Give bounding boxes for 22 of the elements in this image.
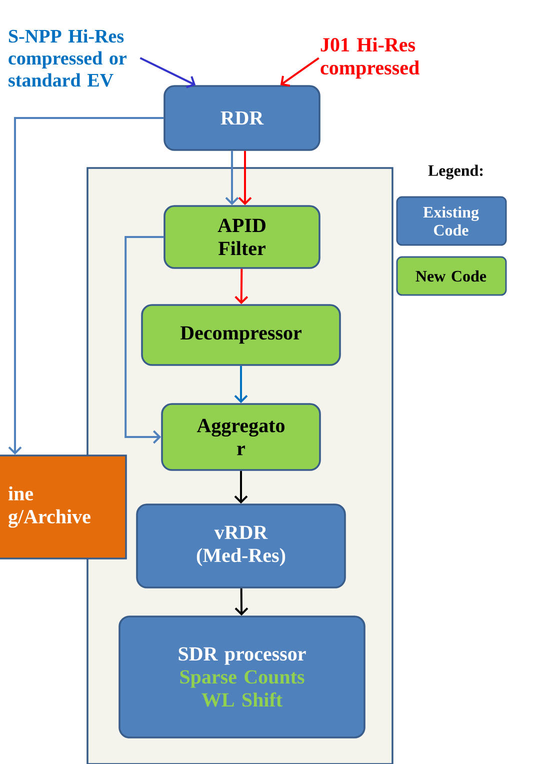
arrow [234,588,248,616]
process-box: APID Filter [164,205,320,269]
process-box: SDR processor Sparse Counts WL Shift [118,616,366,738]
input-label: J01 Hi-Res compressed [320,37,420,79]
process-box: RDR [164,85,320,151]
arrow [234,470,248,504]
process-box: Aggregato r [161,403,321,471]
process-box: vRDR (Med-Res) [136,504,346,588]
process-box: Decompressor [141,304,341,366]
arrow [124,236,164,444]
arrow [8,117,164,455]
legend-label: Existing Code [423,206,479,236]
arrow [225,150,239,206]
arrow [238,150,252,206]
archive-box: ine g/Archive [0,454,127,560]
arrow [140,57,196,88]
legend-label: New Code [416,270,486,282]
arrow [234,366,248,404]
input-label: S-NPP Hi-Res compressed or standard EV [8,29,126,87]
arrow [280,57,320,87]
legend-heading: Legend: [428,164,483,180]
arrow [234,268,248,304]
